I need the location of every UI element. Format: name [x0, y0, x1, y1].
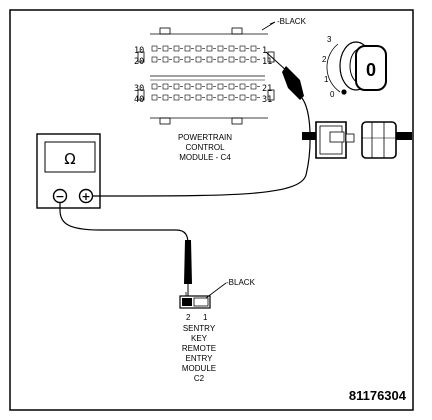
pcm-cavity [239, 45, 246, 52]
figure-number: 81176304 [349, 388, 407, 403]
pcm-cavity [217, 56, 224, 63]
pcm-cavity [206, 56, 213, 63]
skrem-name-line1: SENTRY [183, 324, 216, 333]
pcm-pin-20-label: 20 [134, 57, 144, 67]
skrem-name-line4: ENTRY [186, 354, 214, 363]
pcm-cavity [184, 56, 191, 63]
pcm-pin-30-label: 30 [134, 84, 144, 94]
pcm-cavity [151, 94, 158, 101]
pcm-pin-40-label: 40 [134, 95, 144, 105]
pcm-pin-10-label: 10 [134, 46, 144, 56]
skrem-pin-1-label: 1 [203, 313, 208, 322]
negative-terminal-sign: − [55, 190, 64, 203]
pcm-cavity [195, 94, 202, 101]
negative-terminal [52, 188, 68, 204]
pcm-cavity [228, 56, 235, 63]
skrem-black-leader [205, 282, 227, 299]
pcm-name-line1: POWERTRAIN [178, 133, 232, 142]
pcm-pin-31-label: 31 [262, 95, 272, 105]
pcm-cavity [228, 94, 235, 101]
pcm-cavity [217, 94, 224, 101]
pcm-cavity-grid [151, 45, 260, 101]
ignition-pos-3: 3 [327, 35, 332, 44]
pcm-cavity [250, 56, 257, 63]
pcm-test-probe [92, 51, 311, 197]
ignition-key-position: 0 [366, 60, 376, 80]
pcm-cavity [206, 83, 213, 90]
ignition-pos-0: 0 [330, 90, 335, 99]
positive-terminal [78, 188, 94, 204]
pcm-cavity [151, 83, 158, 90]
pcm-cavity [173, 94, 180, 101]
pcm-cavity [173, 56, 180, 63]
pcm-cavity [184, 94, 191, 101]
pcm-name-line3: MODULE - C4 [179, 153, 231, 162]
pcm-cavity [151, 45, 158, 52]
pcm-cavity [217, 45, 224, 52]
skrem-name-line3: REMOTE [182, 344, 216, 353]
pcm-cavity [162, 45, 169, 52]
skrem-wire-color-label: -BLACK [226, 278, 256, 287]
pcm-cavity [250, 45, 257, 52]
pcm-pin-1-label: 1 [262, 46, 267, 56]
pcm-cavity [206, 94, 213, 101]
diagram-frame [9, 9, 414, 411]
pcm-black-leader [261, 21, 276, 31]
pcm-cavity [228, 83, 235, 90]
pcm-cavity [206, 45, 213, 52]
skrem-name-line6: C2 [194, 374, 205, 383]
pcm-cavity [173, 45, 180, 52]
pcm-cavity [184, 83, 191, 90]
skrem-connector [179, 292, 211, 309]
ignition-switch: 3 2 1 0 0 [322, 35, 387, 99]
ohmmeter: Ω − + [36, 133, 101, 209]
pcm-cavity [239, 83, 246, 90]
skrem-pin-2-label: 2 [186, 313, 191, 322]
pcm-cavity [250, 83, 257, 90]
pcm-cavity [173, 83, 180, 90]
pcm-cavity [195, 56, 202, 63]
ignition-pointer [341, 89, 347, 95]
pcm-cavity [217, 83, 224, 90]
ignition-pos-2: 2 [322, 55, 327, 64]
pcm-cavity [184, 45, 191, 52]
pcm-cavity [250, 94, 257, 101]
ignition-pos-1: 1 [324, 75, 329, 84]
pcm-cavity [239, 94, 246, 101]
pcm-cavity [162, 83, 169, 90]
pcm-pin-11-label: 11 [262, 57, 272, 67]
pcm-cavity [162, 94, 169, 101]
pcm-cavity [151, 56, 158, 63]
ohm-symbol: Ω [64, 150, 75, 168]
disconnected-connector [302, 121, 412, 159]
pcm-pin-21-label: 21 [262, 84, 272, 94]
positive-terminal-sign: + [81, 190, 90, 203]
skrem-name-line2: KEY [191, 334, 208, 343]
pcm-cavity [162, 56, 169, 63]
negative-test-lead [59, 203, 192, 296]
pcm-cavity [239, 56, 246, 63]
pcm-connector [137, 27, 275, 125]
skrem-name-line5: MODULE [182, 364, 216, 373]
pcm-wire-color-label: -BLACK [277, 17, 307, 26]
pcm-cavity [228, 45, 235, 52]
pcm-name-line2: CONTROL [185, 143, 225, 152]
pcm-cavity [195, 83, 202, 90]
pcm-cavity [195, 45, 202, 52]
